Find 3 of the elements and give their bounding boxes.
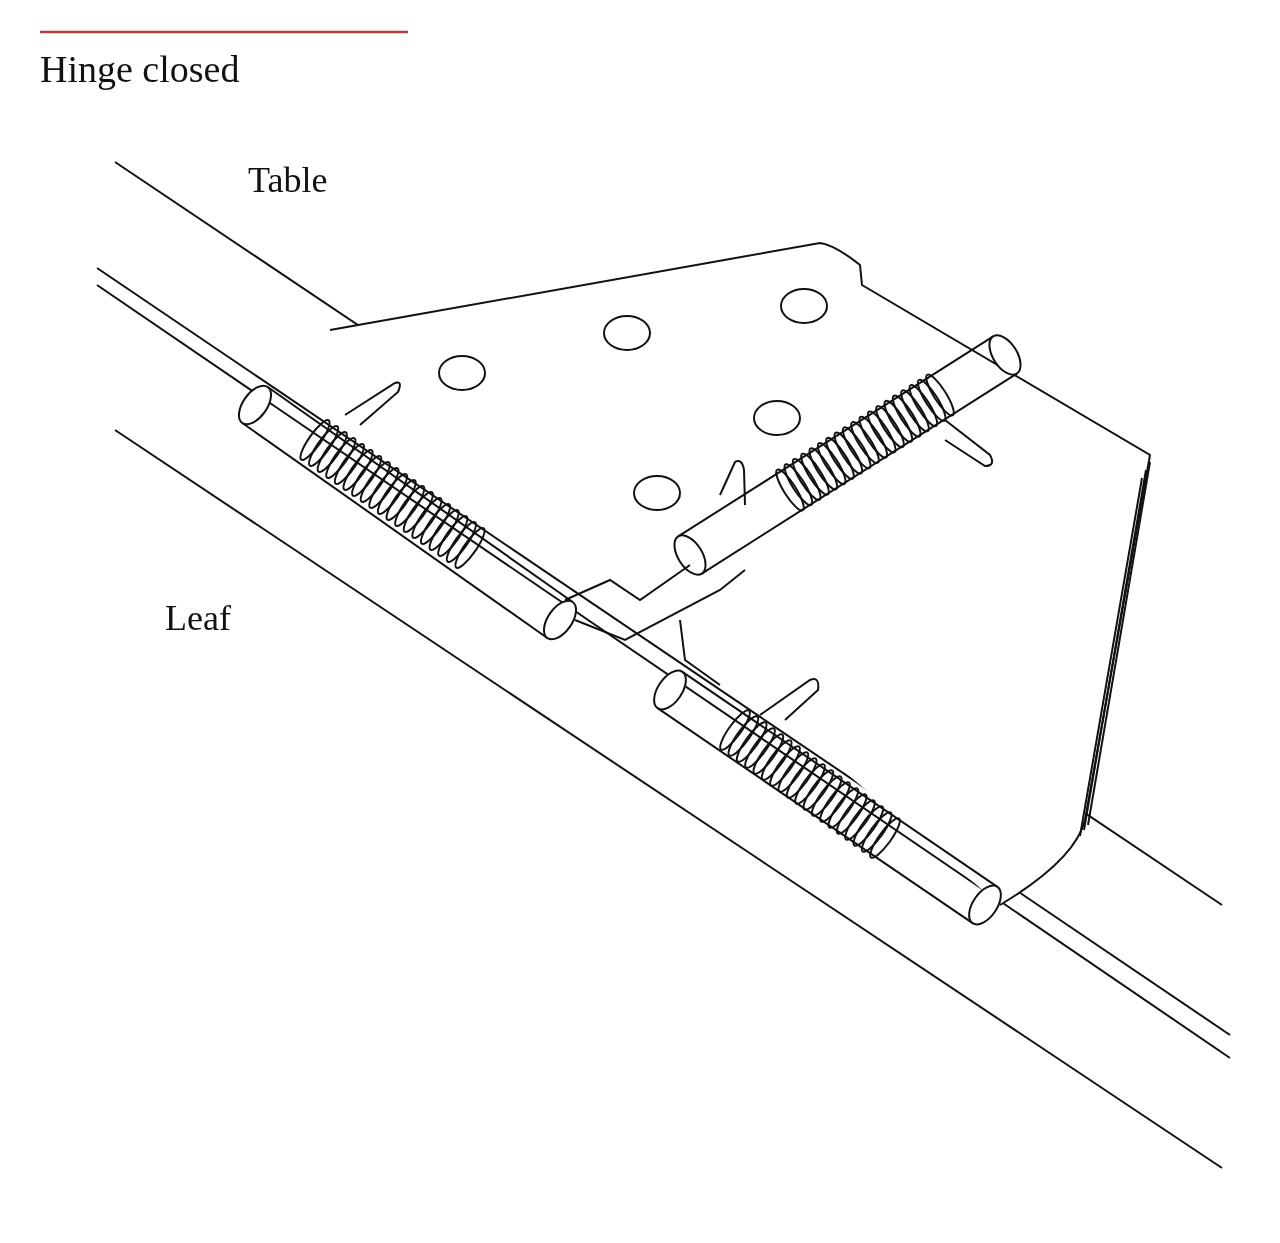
diagram-title: Hinge closed — [40, 50, 240, 88]
part-label: Table — [248, 162, 328, 198]
part-label: Leaf — [165, 600, 231, 636]
